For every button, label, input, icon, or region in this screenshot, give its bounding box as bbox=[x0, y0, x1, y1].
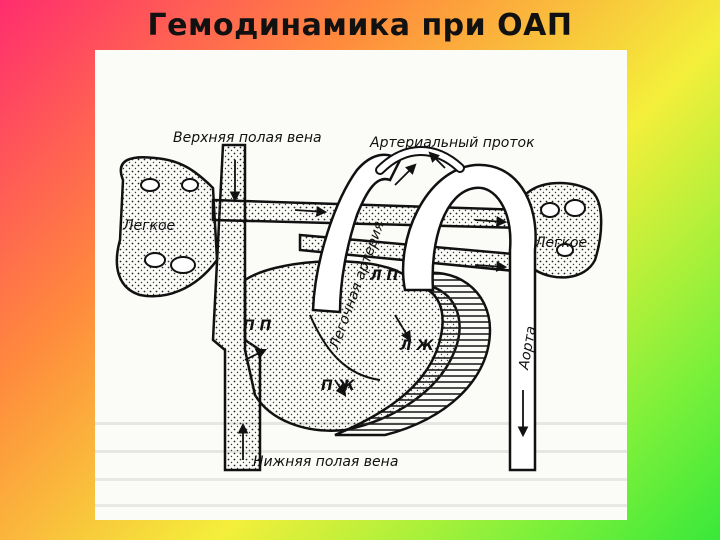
left-lung bbox=[115, 156, 219, 298]
label-right-atrium: П П bbox=[243, 318, 272, 334]
label-inferior-vena-cava: Нижняя полая вена bbox=[253, 454, 398, 470]
label-right-lung: Легкое bbox=[534, 235, 587, 251]
heart-body bbox=[243, 260, 492, 437]
label-left-atrium: Л П bbox=[369, 268, 399, 284]
label-superior-vena-cava: Верхняя полая вена bbox=[173, 130, 322, 146]
heart-diagram-svg: Верхняя полая вена Артериальный проток Л… bbox=[95, 130, 627, 507]
label-left-ventricle: Л Ж bbox=[399, 338, 435, 354]
slide-title: Гемодинамика при ОАП bbox=[147, 8, 573, 43]
right-lung bbox=[523, 181, 603, 279]
heart-diagram: Верхняя полая вена Артериальный проток Л… bbox=[95, 50, 627, 520]
label-ductus-arteriosus: Артериальный проток bbox=[369, 135, 535, 151]
aorta-vessel bbox=[401, 163, 537, 472]
ductus-arteriosus bbox=[375, 146, 465, 175]
label-right-ventricle: П Ж bbox=[321, 378, 356, 394]
label-aorta: Аорта bbox=[516, 325, 540, 372]
label-left-lung: Легкое bbox=[122, 218, 175, 234]
flow-arrows bbox=[229, 151, 529, 460]
